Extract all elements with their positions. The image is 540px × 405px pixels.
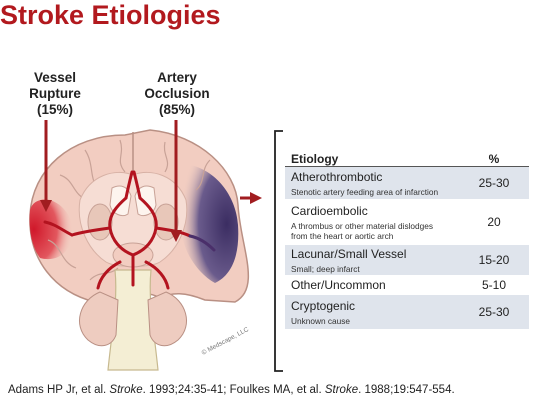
etiology-cell: Cardioembolic A thrombus or other materia… [285,204,459,241]
etiology-description: Stenotic artery feeding area of infarcti… [291,187,459,197]
etiology-description-line: from the heart or aortic arch [291,230,394,241]
etiology-name: Lacunar/Small Vessel [291,246,407,261]
percent-cell: 25-30 [478,176,510,190]
etiology-name: Cardioembolic [291,203,368,218]
etiology-description: Unknown cause [291,316,459,326]
etiology-cell: Other/Uncommon [285,278,459,292]
table-row: Other/Uncommon 5-10 [285,275,529,295]
slide-title: Stroke Etiologies [0,0,221,30]
citation-part1: Adams HP Jr, et al. [8,384,110,396]
etiology-description-line: Stenotic artery feeding area of infarcti… [291,186,439,197]
vessel-rupture-arrow [40,120,52,212]
header-percent: % [488,152,500,166]
hemorrhage-region [29,199,73,260]
vessel-rupture-label-line1: Vessel [33,70,77,85]
artery-occlusion-label: Artery Occlusion (85%) [137,70,217,118]
citation-journal2: Stroke [324,384,359,396]
vessel-rupture-label: Vessel Rupture (15%) [20,70,90,118]
cerebral-arteries [43,170,192,290]
artery-occlusion-arrow [170,120,182,242]
etiology-description-line: Small; deep infarct [291,263,360,274]
artery-occlusion-label-line2: Occlusion [144,86,210,101]
table-row: Cardioembolic A thrombus or other materia… [285,199,529,245]
etiology-name: Other/Uncommon [291,278,386,292]
etiology-name: Atherothrombotic [291,169,383,184]
right-arrow-icon [240,192,262,204]
vessel-rupture-label-line2: Rupture [29,86,81,101]
etiology-description-line: Unknown cause [291,315,351,326]
citation-part3: . 1988;19:547-554. [358,384,455,396]
artery-occlusion-label-line3: (85%) [158,102,195,117]
percent-cell: 25-30 [478,305,510,319]
percent-cell: 15-20 [478,253,510,267]
citation: Adams HP Jr, et al. Stroke. 1993;24:35-4… [8,384,455,396]
percent-cell: 5-10 [481,278,507,292]
artery-occlusion-label-line1: Artery [157,70,197,85]
header-etiology: Etiology [291,152,339,166]
table-header: Etiology % [285,141,529,167]
citation-journal1: Stroke [109,384,143,396]
etiology-description-line: A thrombus or other material dislodges [291,220,434,231]
citation-part2: . 1993;24:35-41; Foulkes MA, et al. [142,384,325,396]
etiology-description: Small; deep infarct [291,264,459,274]
ischemic-region [180,165,239,283]
percent-cell: 20 [487,215,501,229]
vessel-rupture-label-line3: (15%) [36,102,73,117]
etiology-name: Cryptogenic [291,298,356,313]
